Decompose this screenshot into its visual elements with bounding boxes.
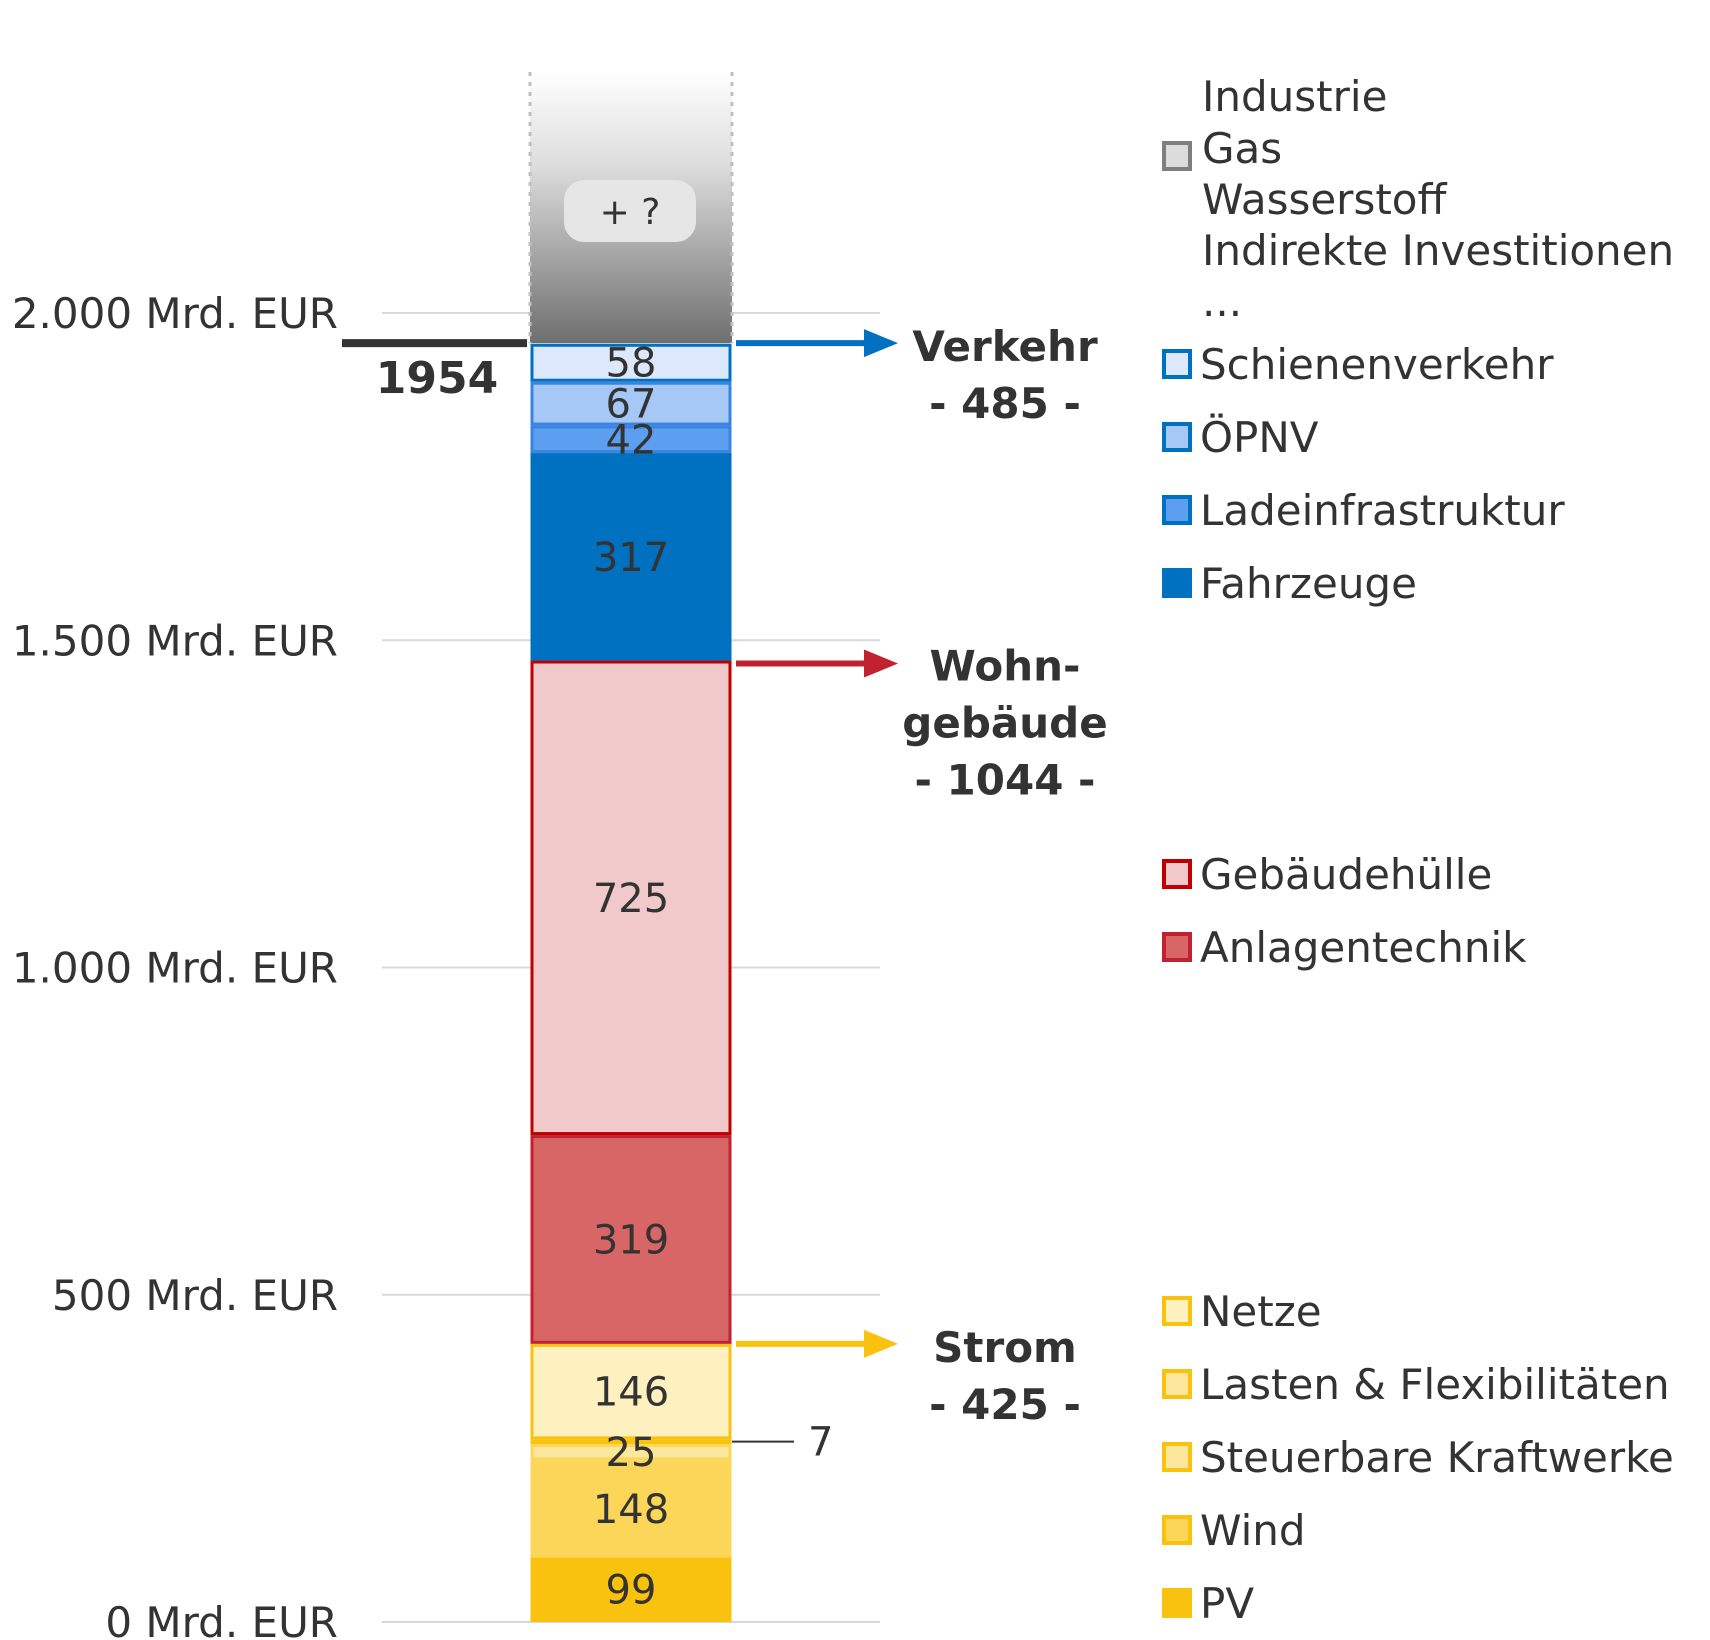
y-tick-label: 500 Mrd. EUR — [52, 1271, 338, 1320]
legend-label: Anlagentechnik — [1200, 923, 1527, 972]
legend-swatch — [1162, 1515, 1192, 1545]
legend-label-line: Indirekte Investitionen — [1202, 226, 1674, 275]
sector-group-labels: Verkehr - 485 - Wohn-gebäude - 1044 - Strom -… — [736, 322, 1108, 1429]
legend-label: Gebäudehülle — [1200, 850, 1492, 899]
y-tick-label: 1.500 Mrd. EUR — [12, 616, 338, 665]
segment-value-label: 725 — [593, 876, 669, 922]
unknown-badge — [564, 180, 696, 242]
y-tick-label: 1.000 Mrd. EUR — [12, 944, 338, 993]
legend-label: Lasten & Flexibilitäten — [1200, 1360, 1670, 1409]
legend-swatch — [1162, 422, 1192, 452]
legend-label: PV — [1200, 1579, 1254, 1628]
segment-value-label: 146 — [593, 1370, 669, 1416]
segment-value-label: 319 — [593, 1217, 669, 1263]
legend-label-line: Wasserstoff — [1202, 175, 1447, 224]
group-label-line: - 485 - — [929, 379, 1081, 428]
segment-value-label: 148 — [593, 1487, 669, 1533]
segment-value-label: 25 — [606, 1430, 657, 1476]
segment-value-label: 58 — [606, 341, 657, 387]
bar-segment — [530, 453, 732, 661]
bar-segment — [530, 1135, 732, 1344]
legend-label-line: Industrie — [1202, 72, 1387, 121]
bar-segment — [530, 425, 732, 454]
legend-swatch — [1162, 141, 1192, 171]
legend-swatch — [1162, 568, 1192, 598]
group-label-line: Wohn- — [930, 642, 1081, 691]
legend-label-line: Gas — [1202, 124, 1282, 173]
legend-swatch — [1162, 349, 1192, 379]
segment-value-label: 42 — [606, 417, 657, 463]
y-axis-tick-labels: 0 Mrd. EUR 500 Mrd. EUR 1.000 Mrd. EUR 1.50… — [12, 289, 338, 1640]
legend-label: Netze — [1200, 1287, 1322, 1336]
total-marker: 1954 — [342, 339, 527, 404]
legend-swatch — [1162, 1296, 1192, 1326]
legend-label: Schienenverkehr — [1200, 340, 1554, 389]
segment-value-label: 67 — [606, 382, 657, 428]
legend-label: Steuerbare Kraftwerke — [1200, 1433, 1674, 1482]
legend-swatch — [1162, 859, 1192, 889]
unknown-additional-investments: + ? — [528, 72, 734, 344]
legend-label: ÖPNV — [1200, 412, 1319, 462]
bar-segment — [530, 660, 732, 1136]
group-arrow-head — [864, 649, 898, 678]
group-arrow-head — [864, 329, 898, 358]
bar-segment — [530, 1460, 732, 1558]
callout-label: 7 — [808, 1420, 833, 1466]
y-tick-label: 2.000 Mrd. EUR — [12, 289, 338, 338]
group-arrow-head — [864, 1329, 898, 1358]
legend-swatch — [1162, 495, 1192, 525]
legend-swatch — [1162, 1442, 1192, 1472]
bar-segment — [530, 1557, 732, 1622]
group-label-line: Strom — [933, 1323, 1077, 1372]
bar-segment — [530, 1443, 732, 1461]
segment-value-label: 99 — [606, 1568, 657, 1614]
bar-segment — [530, 343, 732, 382]
bar-segment — [530, 1439, 732, 1444]
stacked-bar — [530, 343, 732, 1622]
total-label: 1954 — [376, 353, 498, 404]
legend-swatch — [1162, 1588, 1192, 1618]
group-label-line: - 425 - — [929, 1380, 1081, 1429]
legend-label: Wind — [1200, 1506, 1306, 1555]
y-tick-label: 0 Mrd. EUR — [105, 1598, 338, 1640]
group-label-line: gebäude — [902, 699, 1107, 748]
legend-swatch — [1162, 932, 1192, 962]
legend-label: Ladeinfrastruktur — [1200, 486, 1565, 535]
legend-swatch — [1162, 1369, 1192, 1399]
legend-label: Fahrzeuge — [1200, 559, 1417, 608]
segment-value-label: 317 — [593, 535, 669, 581]
legend-label-line: ... — [1202, 277, 1242, 326]
group-label-line: - 1044 - — [914, 756, 1095, 805]
unknown-badge-label: + ? — [600, 192, 661, 233]
bar-segment — [530, 1343, 732, 1440]
group-label-line: Verkehr — [912, 322, 1098, 371]
bar-segment — [530, 381, 732, 426]
